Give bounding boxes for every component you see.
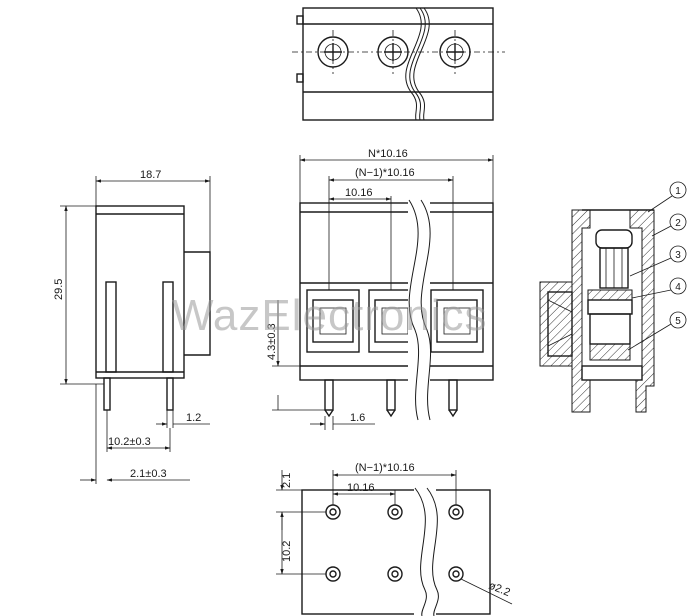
- svg-text:3: 3: [675, 250, 681, 261]
- dim-pcb-pitch-label: 10.16: [347, 482, 375, 494]
- svg-text:2: 2: [675, 218, 681, 229]
- wire-entry-3: [430, 289, 484, 353]
- dim-pin-width-label: 1.2: [186, 412, 201, 424]
- dim-pitch-span-label: (N−1)*10.16: [355, 167, 415, 179]
- dim-pitch-label: 10.16: [345, 187, 373, 199]
- svg-text:4: 4: [675, 282, 681, 293]
- dim-pin-offset-label: 4.3±0.3: [266, 323, 278, 360]
- screw-head-1: [317, 30, 349, 74]
- front-view: N*10.16 (N−1)*10.16 10.16 4.3±0.3 1.6: [266, 148, 494, 430]
- wire-entry-1: [306, 289, 360, 353]
- dim-pcb-edge-label: 2.1: [281, 473, 293, 488]
- screw-head-3: [439, 30, 471, 74]
- svg-text:5: 5: [675, 316, 681, 327]
- dim-pcb-row-label: 10.2: [281, 541, 293, 562]
- dim-pin-spacing-label: 10.2±0.3: [108, 436, 151, 448]
- callout-3: 3: [629, 245, 687, 277]
- dim-depth-label: 18.7: [140, 169, 161, 181]
- break-line: [409, 7, 426, 121]
- side-view: 18.7 29.5 1.2 10.2±0.3 2.1±0.3: [53, 169, 211, 484]
- dim-height-label: 29.5: [53, 279, 65, 300]
- dim-total-width-label: N*10.16: [368, 148, 408, 160]
- callout-4: 4: [631, 277, 687, 299]
- callout-2: 2: [651, 213, 687, 237]
- hole-row-bottom: [325, 566, 464, 582]
- pcb-footprint: (N−1)*10.16 10.16 2.1 10.2 ø2.2: [276, 462, 513, 616]
- watermark-text: WazElectronics: [172, 291, 488, 340]
- top-view: [292, 7, 505, 121]
- section-view: 1 2 3 4 5: [539, 181, 687, 413]
- callout-5: 5: [627, 311, 687, 351]
- dim-pin-edge-label: 2.1±0.3: [130, 468, 167, 480]
- dim-pin-thickness-label: 1.6: [350, 412, 365, 424]
- dim-pcb-span-label: (N−1)*10.16: [355, 462, 415, 474]
- hole-row-top: [325, 504, 464, 520]
- callout-1: 1: [647, 181, 687, 213]
- svg-text:1: 1: [675, 186, 681, 197]
- screw-head-2: [377, 30, 409, 74]
